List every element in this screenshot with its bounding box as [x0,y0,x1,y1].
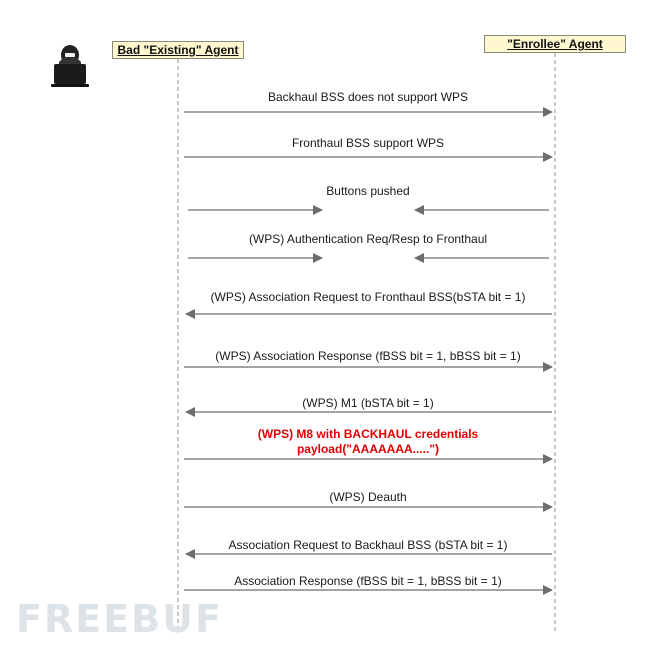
freebuf-watermark: FREEBUF [16,597,223,641]
message-label: Association Request to Backhaul BSS (bST… [228,538,508,552]
message-label: Association Response (fBSS bit = 1, bBSS… [234,574,502,588]
message-label: (WPS) M1 (bSTA bit = 1) [302,396,434,410]
message-label: Backhaul BSS does not support WPS [267,90,469,104]
actor-enrollee-agent: "Enrollee" Agent [484,35,626,53]
watermark-text: FREEBUF [16,597,223,641]
message-arrows [184,107,553,595]
message-label: (WPS) Deauth [329,490,407,504]
actor-bad-existing-agent: Bad "Existing" Agent [112,41,244,59]
message-label: Buttons pushed [326,184,410,198]
message-label: (WPS) Association Response (fBSS bit = 1… [215,349,521,363]
message-label-alert: (WPS) M8 with BACKHAUL credentials paylo… [257,427,479,456]
message-label: Fronthaul BSS support WPS [291,136,445,150]
message-label: (WPS) Authentication Req/Resp to Frontha… [248,232,488,246]
hacker-laptop-icon [51,45,89,87]
message-label: (WPS) Association Request to Fronthaul B… [210,290,526,304]
